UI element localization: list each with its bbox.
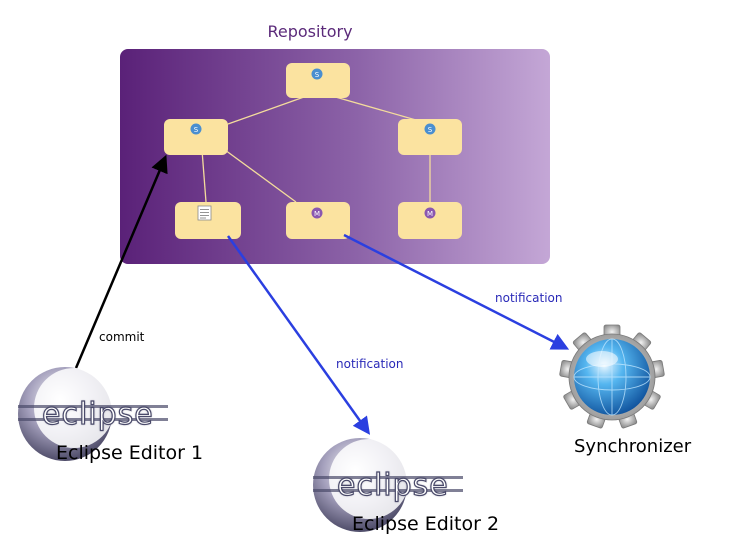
eclipse-logo-editor-1 [18, 367, 168, 461]
repository-node-right[interactable]: S [398, 119, 462, 155]
eclipse-editor-2-caption: Eclipse Editor 2 [352, 513, 500, 535]
s-badge-icon [311, 68, 323, 80]
notification-arrow-synchronizer [343, 233, 570, 350]
notification-label-editor2: notification [336, 357, 404, 371]
svg-text:M: M [427, 210, 433, 218]
synchronizer-caption: Synchronizer [574, 436, 692, 457]
notification-arrow-editor2 [226, 235, 371, 435]
m-badge-icon [424, 207, 436, 219]
eclipse-logo-text-2: eclipse [336, 467, 449, 503]
svg-text:M: M [314, 210, 320, 218]
svg-text:S: S [194, 126, 199, 134]
repository-node-left[interactable]: S [164, 119, 228, 155]
repository-title: Repository [267, 22, 353, 41]
document-icon [197, 205, 212, 221]
repository-node-model-middle[interactable]: M [286, 202, 350, 239]
commit-arrow [74, 154, 168, 369]
svg-text:S: S [315, 71, 320, 79]
svg-text:S: S [428, 126, 433, 134]
m-badge-icon [311, 207, 323, 219]
repository-node-model-right[interactable]: M [398, 202, 462, 239]
repository-node-document[interactable] [175, 202, 241, 239]
repository-node-root[interactable]: S [286, 63, 350, 98]
s-badge-icon [190, 123, 202, 135]
eclipse-logo-editor-2 [313, 438, 463, 532]
s-badge-icon [424, 123, 436, 135]
eclipse-editor-1-caption: Eclipse Editor 1 [56, 442, 204, 464]
synchronizer-gear-globe-icon [559, 324, 665, 429]
notification-label-synchronizer: notification [495, 291, 563, 305]
eclipse-logo-text-1: eclipse [41, 396, 154, 432]
commit-label: commit [99, 330, 145, 344]
